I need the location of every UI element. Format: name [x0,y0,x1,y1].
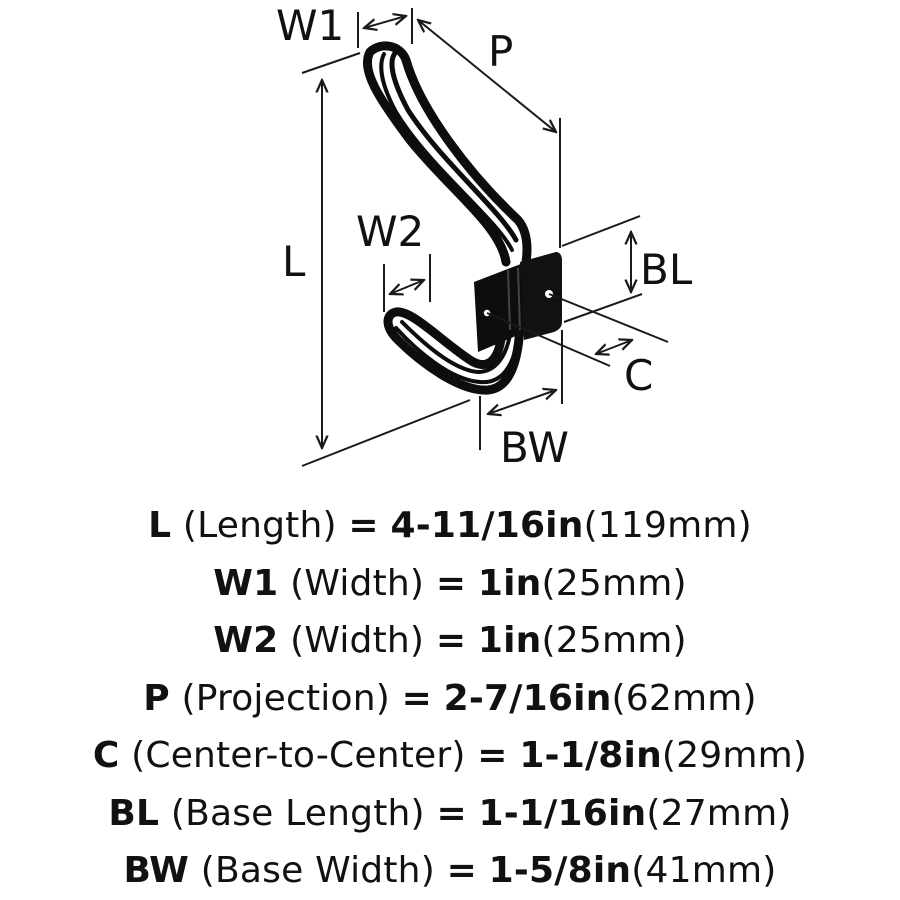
spec-description: (Base Length) [170,792,425,834]
spec-imperial-value: 1in [477,562,542,604]
spec-description: (Length) [182,505,337,546]
spec-imperial-value: 1-5/8in [488,850,632,891]
spec-metric-value: (41mm) [631,850,777,891]
spec-equals: = [477,735,508,776]
spec-row-center-to-center: C (Center-to-Center) = 1-1/8in(29mm) [0,727,900,785]
spec-imperial-value: 4-11/16in [390,505,584,546]
spec-imperial-value: 1-1/16in [478,792,647,834]
spec-row-base-width: BW (Base Width) = 1-5/8in(41mm) [0,842,900,900]
spec-row-projection: P (Projection) = 2-7/16in(62mm) [0,670,900,728]
spec-imperial-value: 1-1/8in [519,735,662,776]
spec-equals: = [436,792,467,834]
spec-metric-value: (62mm) [611,677,757,719]
spec-description: (Width) [290,620,425,661]
spec-equals: = [348,505,379,546]
spec-row-width-1: W1 (Width) = 1in(25mm) [0,555,900,613]
spec-metric-value: (29mm) [661,735,808,776]
spec-equals: = [435,562,467,604]
spec-description: (Projection) [181,677,390,719]
spec-code: BW [123,850,190,891]
hook-dimension-diagram: W1 P L W2 BL C BW [276,1,693,472]
dimension-spec-list: L (Length) = 4-11/16in(119mm) W1 (Width)… [0,497,900,900]
label-w2: W2 [356,207,424,256]
spec-code: W2 [213,620,279,661]
spec-row-length: L (Length) = 4-11/16in(119mm) [0,497,900,555]
hook-icon [362,41,562,395]
spec-metric-value: (25mm) [541,562,687,604]
spec-description: (Width) [290,562,425,604]
spec-code: P [143,677,170,719]
spec-code: L [148,505,172,546]
label-p: P [488,27,513,76]
spec-equals: = [401,677,433,719]
spec-equals: = [446,850,477,891]
spec-imperial-value: 1in [477,620,542,661]
spec-row-width-2: W2 (Width) = 1in(25mm) [0,612,900,670]
spec-description: (Base Width) [200,850,435,891]
spec-metric-value: (27mm) [646,792,792,834]
spec-metric-value: (119mm) [583,505,752,546]
spec-row-base-length: BL (Base Length) = 1-1/16in(27mm) [0,785,900,843]
label-l: L [282,237,306,286]
spec-metric-value: (25mm) [541,620,687,661]
spec-code: BL [108,792,160,834]
spec-code: C [92,735,120,776]
label-bw: BW [500,423,569,472]
dimension-lines [301,8,669,467]
label-w1: W1 [276,1,344,50]
spec-equals: = [435,620,467,661]
spec-code: W1 [213,562,279,604]
label-c: C [624,351,653,400]
spec-imperial-value: 2-7/16in [443,677,612,719]
spec-description: (Center-to-Center) [131,735,466,776]
label-bl: BL [640,245,693,294]
